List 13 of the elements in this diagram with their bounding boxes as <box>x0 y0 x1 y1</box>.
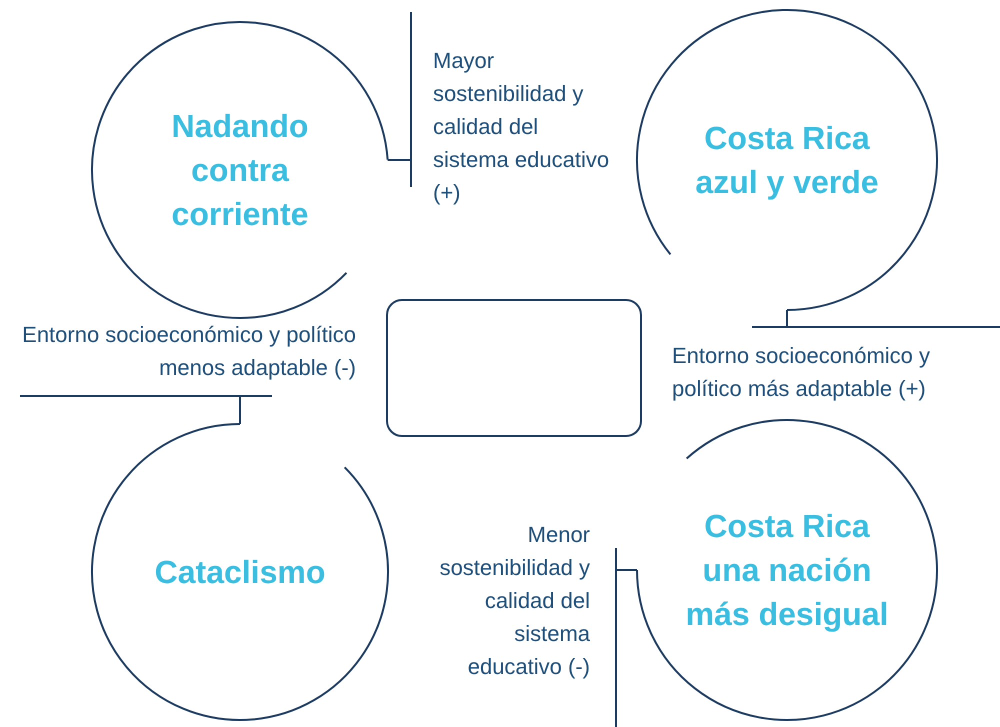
scenario-title: Nadando contra corriente <box>170 107 310 234</box>
axis-label: Entorno socioeconómico y político menos adaptable (-) <box>21 321 356 382</box>
connector-line <box>388 159 411 161</box>
axis-label: Menor sostenibilidad y calidad del sistema educativo (-) <box>438 521 590 681</box>
scenario-title: Costa Rica una nación más desigual <box>684 507 890 634</box>
axis-label: Entorno socioeconómico y político más adaptable (+) <box>672 342 932 403</box>
scenario-title: Costa Rica azul y verde <box>694 119 880 202</box>
empty-box <box>386 299 642 437</box>
axis-label: Mayor sostenibilidad y calidad del sistema educativo (+) <box>433 47 610 207</box>
scenario-title: Cataclismo <box>154 553 326 592</box>
connector-line <box>786 310 788 327</box>
connector-line <box>239 396 241 424</box>
connector-line <box>616 569 637 571</box>
